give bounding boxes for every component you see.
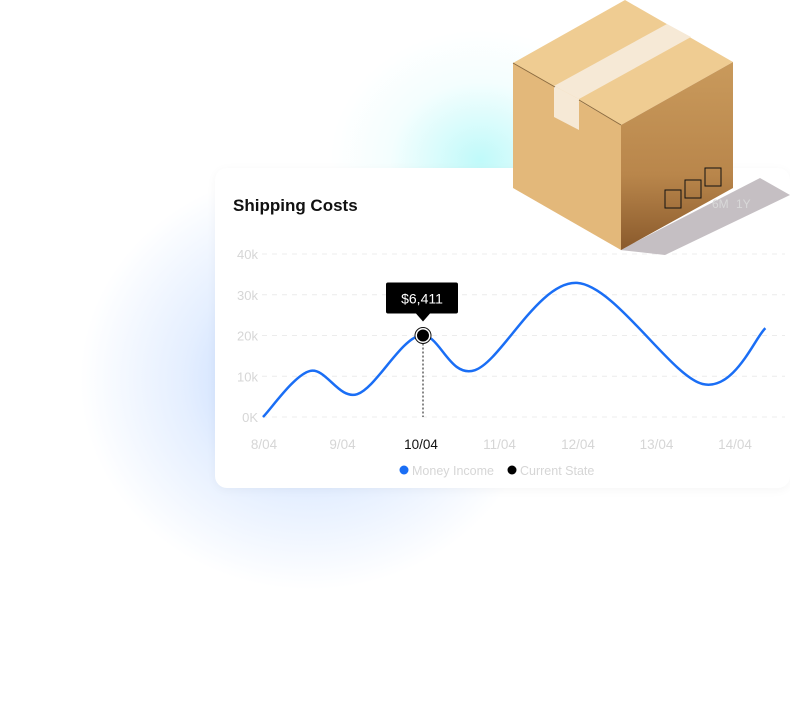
legend-label: Current State bbox=[520, 464, 594, 478]
tooltip-value: $6,411 bbox=[401, 291, 443, 307]
highlight-marker bbox=[417, 329, 429, 342]
x-tick-label: 11/04 bbox=[483, 437, 516, 452]
legend-label: Money Income bbox=[412, 464, 494, 478]
x-tick-label: 12/04 bbox=[561, 437, 595, 452]
x-tick-label: 13/04 bbox=[640, 437, 674, 452]
range-label: 1Y bbox=[736, 197, 751, 211]
tooltip-box bbox=[386, 282, 458, 314]
x-tick-label: 8/04 bbox=[251, 437, 278, 452]
range-label: 6M bbox=[712, 197, 729, 211]
y-tick-label: 0K bbox=[242, 410, 258, 425]
y-tick-label: 20k bbox=[237, 329, 258, 344]
legend-marker bbox=[507, 465, 517, 475]
chart-title: Shipping Costs bbox=[233, 196, 358, 215]
legend-marker bbox=[399, 465, 409, 475]
y-tick-label: 30k bbox=[237, 288, 258, 303]
y-tick-label: 40k bbox=[237, 247, 258, 262]
tooltip-pointer bbox=[416, 313, 430, 322]
x-tick-label: 10/04 bbox=[404, 437, 438, 452]
x-tick-label: 14/04 bbox=[718, 437, 752, 452]
x-tick-label: 9/04 bbox=[329, 437, 356, 452]
series-line-money-income bbox=[262, 281, 767, 418]
cardboard-box-illustration bbox=[512, 0, 790, 255]
y-tick-label: 10k bbox=[237, 369, 258, 384]
